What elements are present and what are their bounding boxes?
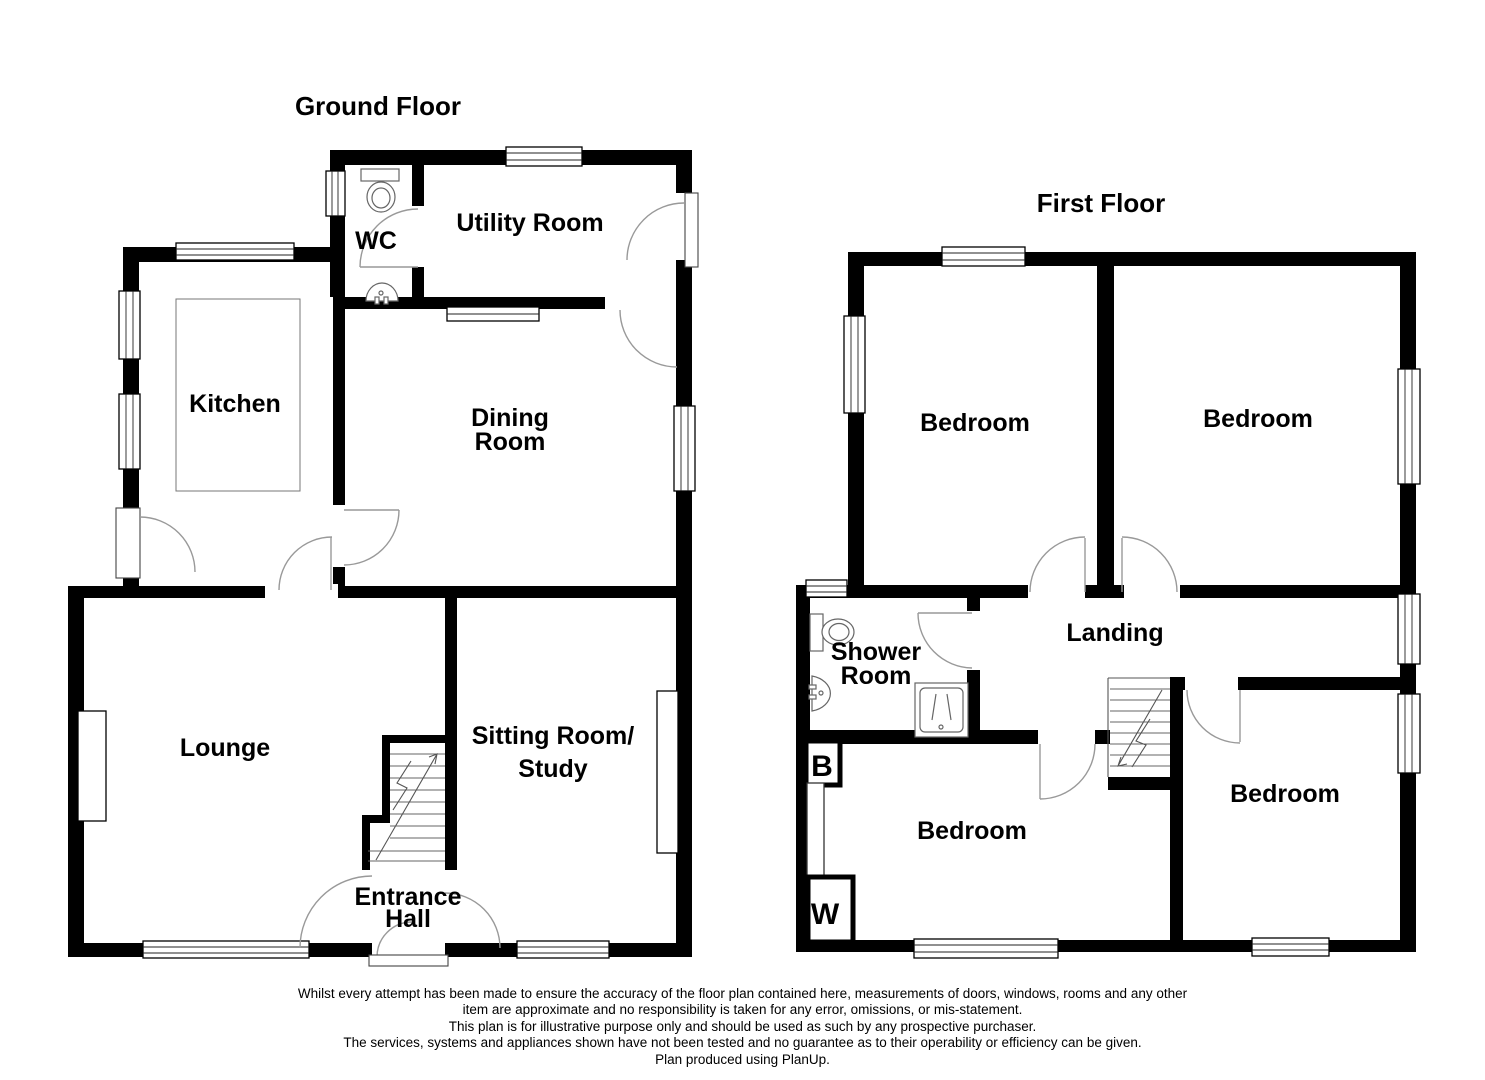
boiler-label: B (811, 750, 833, 783)
lounge-label: Lounge (180, 734, 270, 762)
disclaimer: Whilst every attempt has been made to en… (0, 986, 1485, 1068)
shower-toilet (809, 613, 855, 652)
bedroom-br-door-arc (1186, 689, 1241, 744)
disclaimer-line: The services, systems and appliances sho… (343, 1035, 1142, 1051)
kitchen-side-door-leaf (115, 507, 141, 579)
stairs-break-mark-ff (1131, 718, 1151, 768)
kitchen-label: Kitchen (189, 390, 281, 418)
entrance-hall-label-line1: Entrance (355, 883, 462, 911)
bedroom-tl-door-arc (1029, 536, 1086, 593)
lounge-kitchen-door-arc (278, 536, 333, 591)
bedroom-bl-door-arc (1039, 743, 1096, 800)
disclaimer-line: item are approximate and no responsibili… (462, 1002, 1023, 1018)
ground-floor-walls (68, 150, 692, 957)
sitting-bottom-window (516, 940, 610, 959)
first-floor-stairs (1107, 677, 1170, 777)
shower-room-label-line1: Shower (831, 638, 922, 666)
ground-floor-doors (115, 192, 699, 967)
wc-toilet (360, 168, 400, 213)
bedroom-bl-label: Bedroom (917, 817, 1027, 845)
utility-door-arc (626, 202, 685, 261)
first-floor-title: First Floor (1037, 188, 1166, 218)
first-floor-door-openings (965, 583, 1238, 746)
wc-label: WC (355, 227, 397, 255)
dining-room-label-line2: Room (475, 428, 546, 456)
lounge-chimney-breast (77, 710, 107, 822)
lounge-bottom-window (142, 940, 310, 959)
ground-floor-windows (77, 146, 696, 959)
utility-top-window (505, 146, 583, 167)
entrance-hall-label-line2: Hall (385, 905, 431, 933)
entrance-door-arc-left (299, 875, 373, 949)
first-floor-doors (917, 536, 1241, 800)
wardrobe-label: W (811, 898, 840, 931)
disclaimer-line: Plan produced using PlanUp. (655, 1051, 830, 1067)
kitchen-top-window (175, 242, 295, 261)
first-floor-walls (796, 252, 1416, 952)
shower-door-arc (917, 612, 973, 669)
bedroom-right-window-lower (1397, 693, 1421, 774)
kitchen-left-window-lower (118, 393, 141, 470)
kitchen-dining-door-arc (343, 509, 400, 566)
shower-tray (914, 682, 969, 738)
dining-room-label-line1: Dining (471, 404, 549, 432)
kitchen-counter (175, 298, 301, 492)
stairs-break-mark (392, 760, 412, 811)
bedroom-bottom-left-window (913, 938, 1059, 959)
bedroom-tl-label: Bedroom (920, 409, 1030, 437)
disclaimer-line: Whilst every attempt has been made to en… (297, 986, 1188, 1001)
ground-floor-title: Ground Floor (295, 91, 461, 121)
utility-dining-door-arc (619, 309, 678, 368)
utility-door-leaf (684, 192, 699, 268)
sitting-right-bay-window (656, 690, 679, 854)
kitchen-side-door-arc (139, 516, 196, 573)
ground-floor-fixtures (175, 168, 400, 492)
sitting-room-label-line1: Sitting Room/ (472, 722, 635, 750)
ground-floor-plan: Ground Floor WC Utility Room Kitchen Din… (68, 91, 699, 967)
bedroom-right-window-upper (1397, 368, 1421, 485)
kitchen-left-window-upper (118, 290, 141, 360)
landing-right-window (1397, 593, 1421, 665)
ground-floor-stairs (368, 753, 445, 862)
stairs-up-arrow (375, 753, 438, 861)
bedroom-left-window (843, 315, 866, 414)
first-floor-windows (805, 246, 1421, 959)
front-door-arc (376, 921, 413, 958)
wc-door-arc (359, 208, 419, 268)
shower-room-label-line2: Room (841, 662, 912, 690)
shower-room-window (805, 579, 848, 598)
utility-room-label: Utility Room (456, 209, 603, 237)
entrance-door-arc-right (444, 892, 501, 949)
bedroom-br-label: Bedroom (1230, 780, 1340, 808)
wc-basin (365, 282, 399, 305)
first-floor-plan: First Floor Bedroom Bedroom Shower Room … (796, 188, 1421, 959)
bedroom-tr-door-arc (1121, 536, 1178, 593)
stairs-down-arrow (1117, 689, 1163, 767)
serving-hatch (446, 306, 540, 322)
dining-right-window (673, 405, 696, 492)
landing-label: Landing (1066, 619, 1163, 647)
shower-basin (808, 675, 831, 712)
disclaimer-line: This plan is for illustrative purpose on… (448, 1018, 1037, 1034)
bedroom-tr-label: Bedroom (1203, 405, 1313, 433)
first-floor-fixtures (803, 613, 969, 945)
front-door-threshold (368, 954, 449, 967)
bedroom-bottom-right-window (1251, 937, 1330, 957)
sitting-room-label-line2: Study (518, 755, 588, 783)
wc-left-window (325, 170, 346, 217)
bedroom-top-window (941, 246, 1026, 267)
cupboard-front (806, 782, 825, 878)
wardrobe-cupboard-box (805, 874, 856, 945)
